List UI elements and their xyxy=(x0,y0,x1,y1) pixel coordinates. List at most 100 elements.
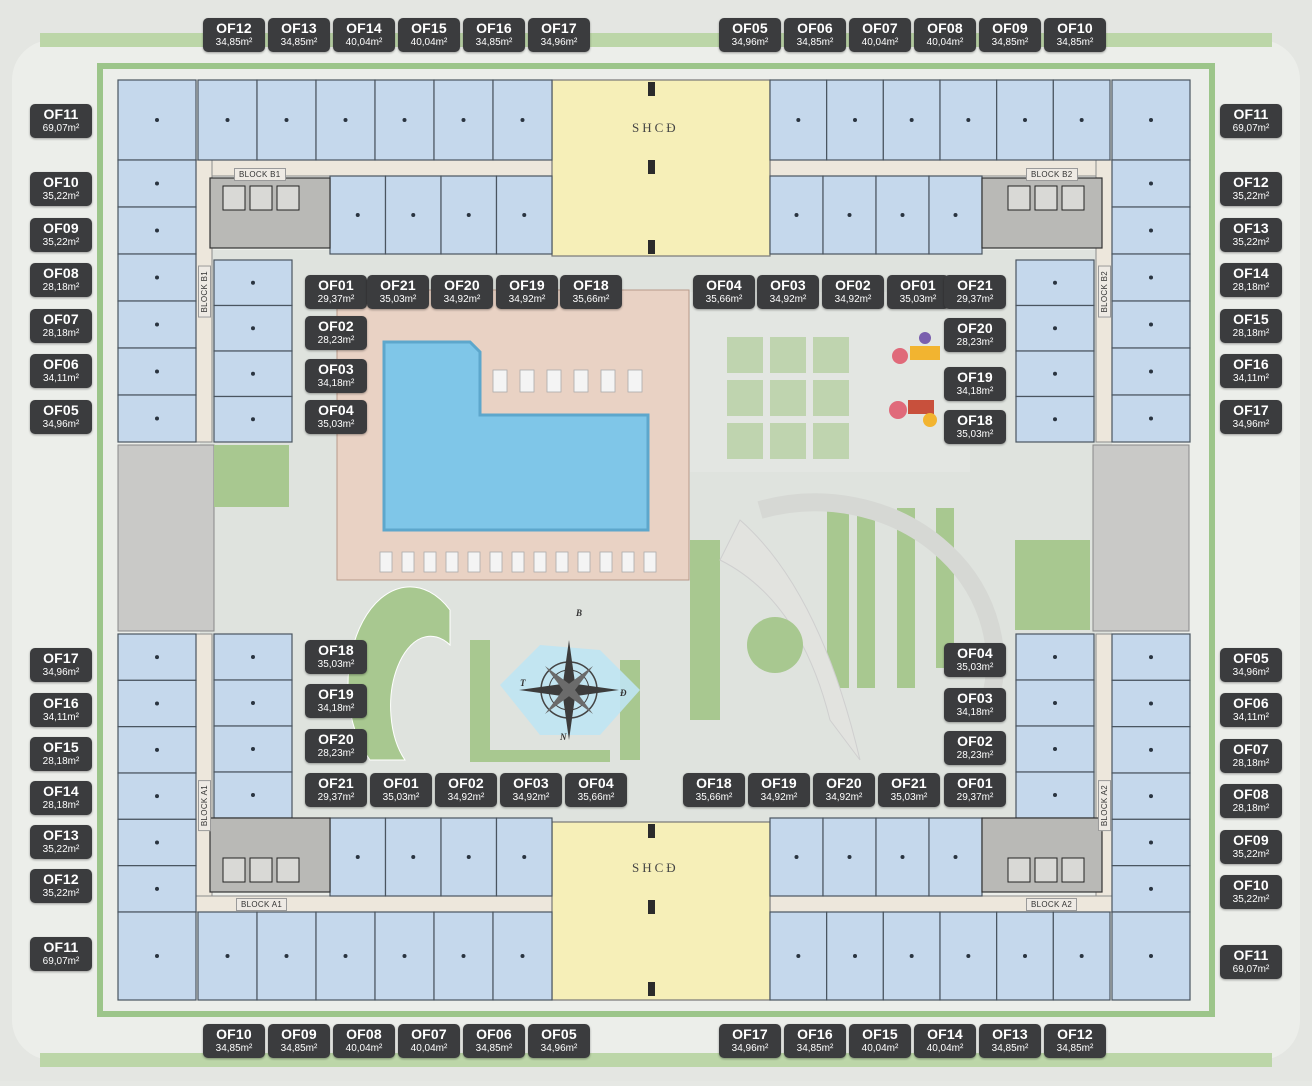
unit-inner-b2-col-2[interactable] xyxy=(1015,350,1095,398)
unit-code: OF07 xyxy=(43,311,79,327)
block-b2-side-label: BLOCK B2 xyxy=(1098,266,1111,318)
unit-area: 35,66m² xyxy=(577,792,615,803)
unit-area: 34,96m² xyxy=(540,1043,578,1054)
unit-code: OF03 xyxy=(770,277,806,293)
unit-area: 40,04m² xyxy=(345,1043,383,1054)
unit-right-lower-4[interactable] xyxy=(1111,818,1191,867)
unit-code: OF13 xyxy=(43,827,79,843)
unit-left-upper-big-0-marker xyxy=(155,118,159,122)
unit-inner-b1-col-3[interactable] xyxy=(213,395,293,443)
unit-area: 34,85m² xyxy=(991,37,1029,48)
unit-left-lower-big-0[interactable] xyxy=(117,911,197,1001)
unit-code: OF19 xyxy=(957,369,993,385)
unit-left-upper-3-marker xyxy=(155,322,159,327)
east-lawn xyxy=(1015,540,1090,630)
